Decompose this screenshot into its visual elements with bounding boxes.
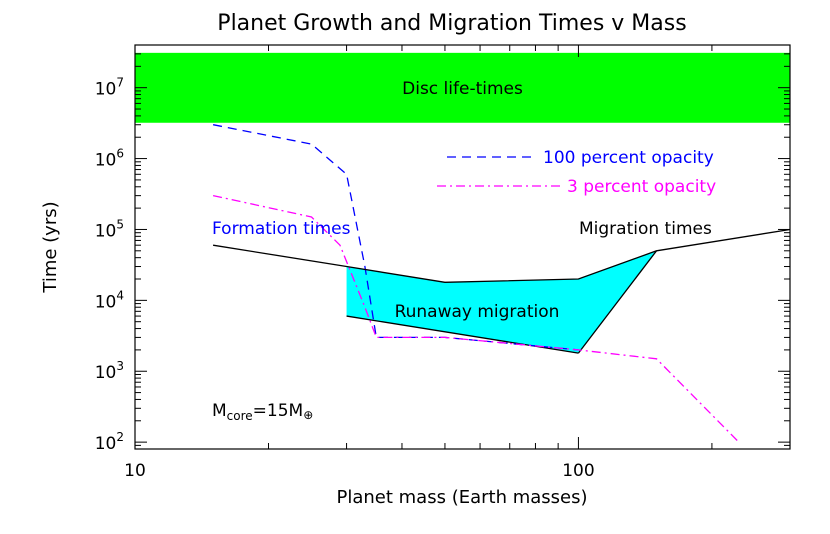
chart-title: Planet Growth and Migration Times v Mass [217,11,686,36]
runaway-migration-label: Runaway migration [395,302,560,322]
plot-frame [134,44,791,450]
y-tick-label: 105 [95,217,124,241]
annotation-formation-times: Formation times [212,219,351,239]
disc-lifetime-label: Disc life-times [402,79,523,99]
runaway-migration-region [346,250,657,354]
y-tick-label: 106 [95,147,124,171]
y-axis-label: Time (yrs) [40,201,61,293]
annotation-core-mass: Mcore=15M⊕ [212,401,313,423]
y-tick-label: 107 [95,76,124,100]
legend: 100 percent opacity 3 percent opacity [437,148,716,197]
x-tick-label: 10 [124,461,146,481]
series-line-2 [212,228,791,283]
x-tick-label: 100 [562,461,594,481]
annotation-migration-times: Migration times [579,219,712,239]
x-axis-label: Planet mass (Earth masses) [337,487,588,508]
y-tick-label: 104 [95,288,124,312]
legend-label-3-percent: 3 percent opacity [567,177,716,197]
series-line-1 [212,194,740,443]
earth-symbol-icon: ⊕ [303,408,313,422]
core-subscript: core [227,409,253,423]
disc-lifetime-band [135,52,790,123]
runaway-right-boundary [577,250,658,354]
runaway-lower-boundary [346,315,579,354]
y-tick-label: 102 [95,430,124,454]
legend-label-100-percent: 100 percent opacity [543,148,714,168]
y-tick-label: 103 [95,359,124,383]
